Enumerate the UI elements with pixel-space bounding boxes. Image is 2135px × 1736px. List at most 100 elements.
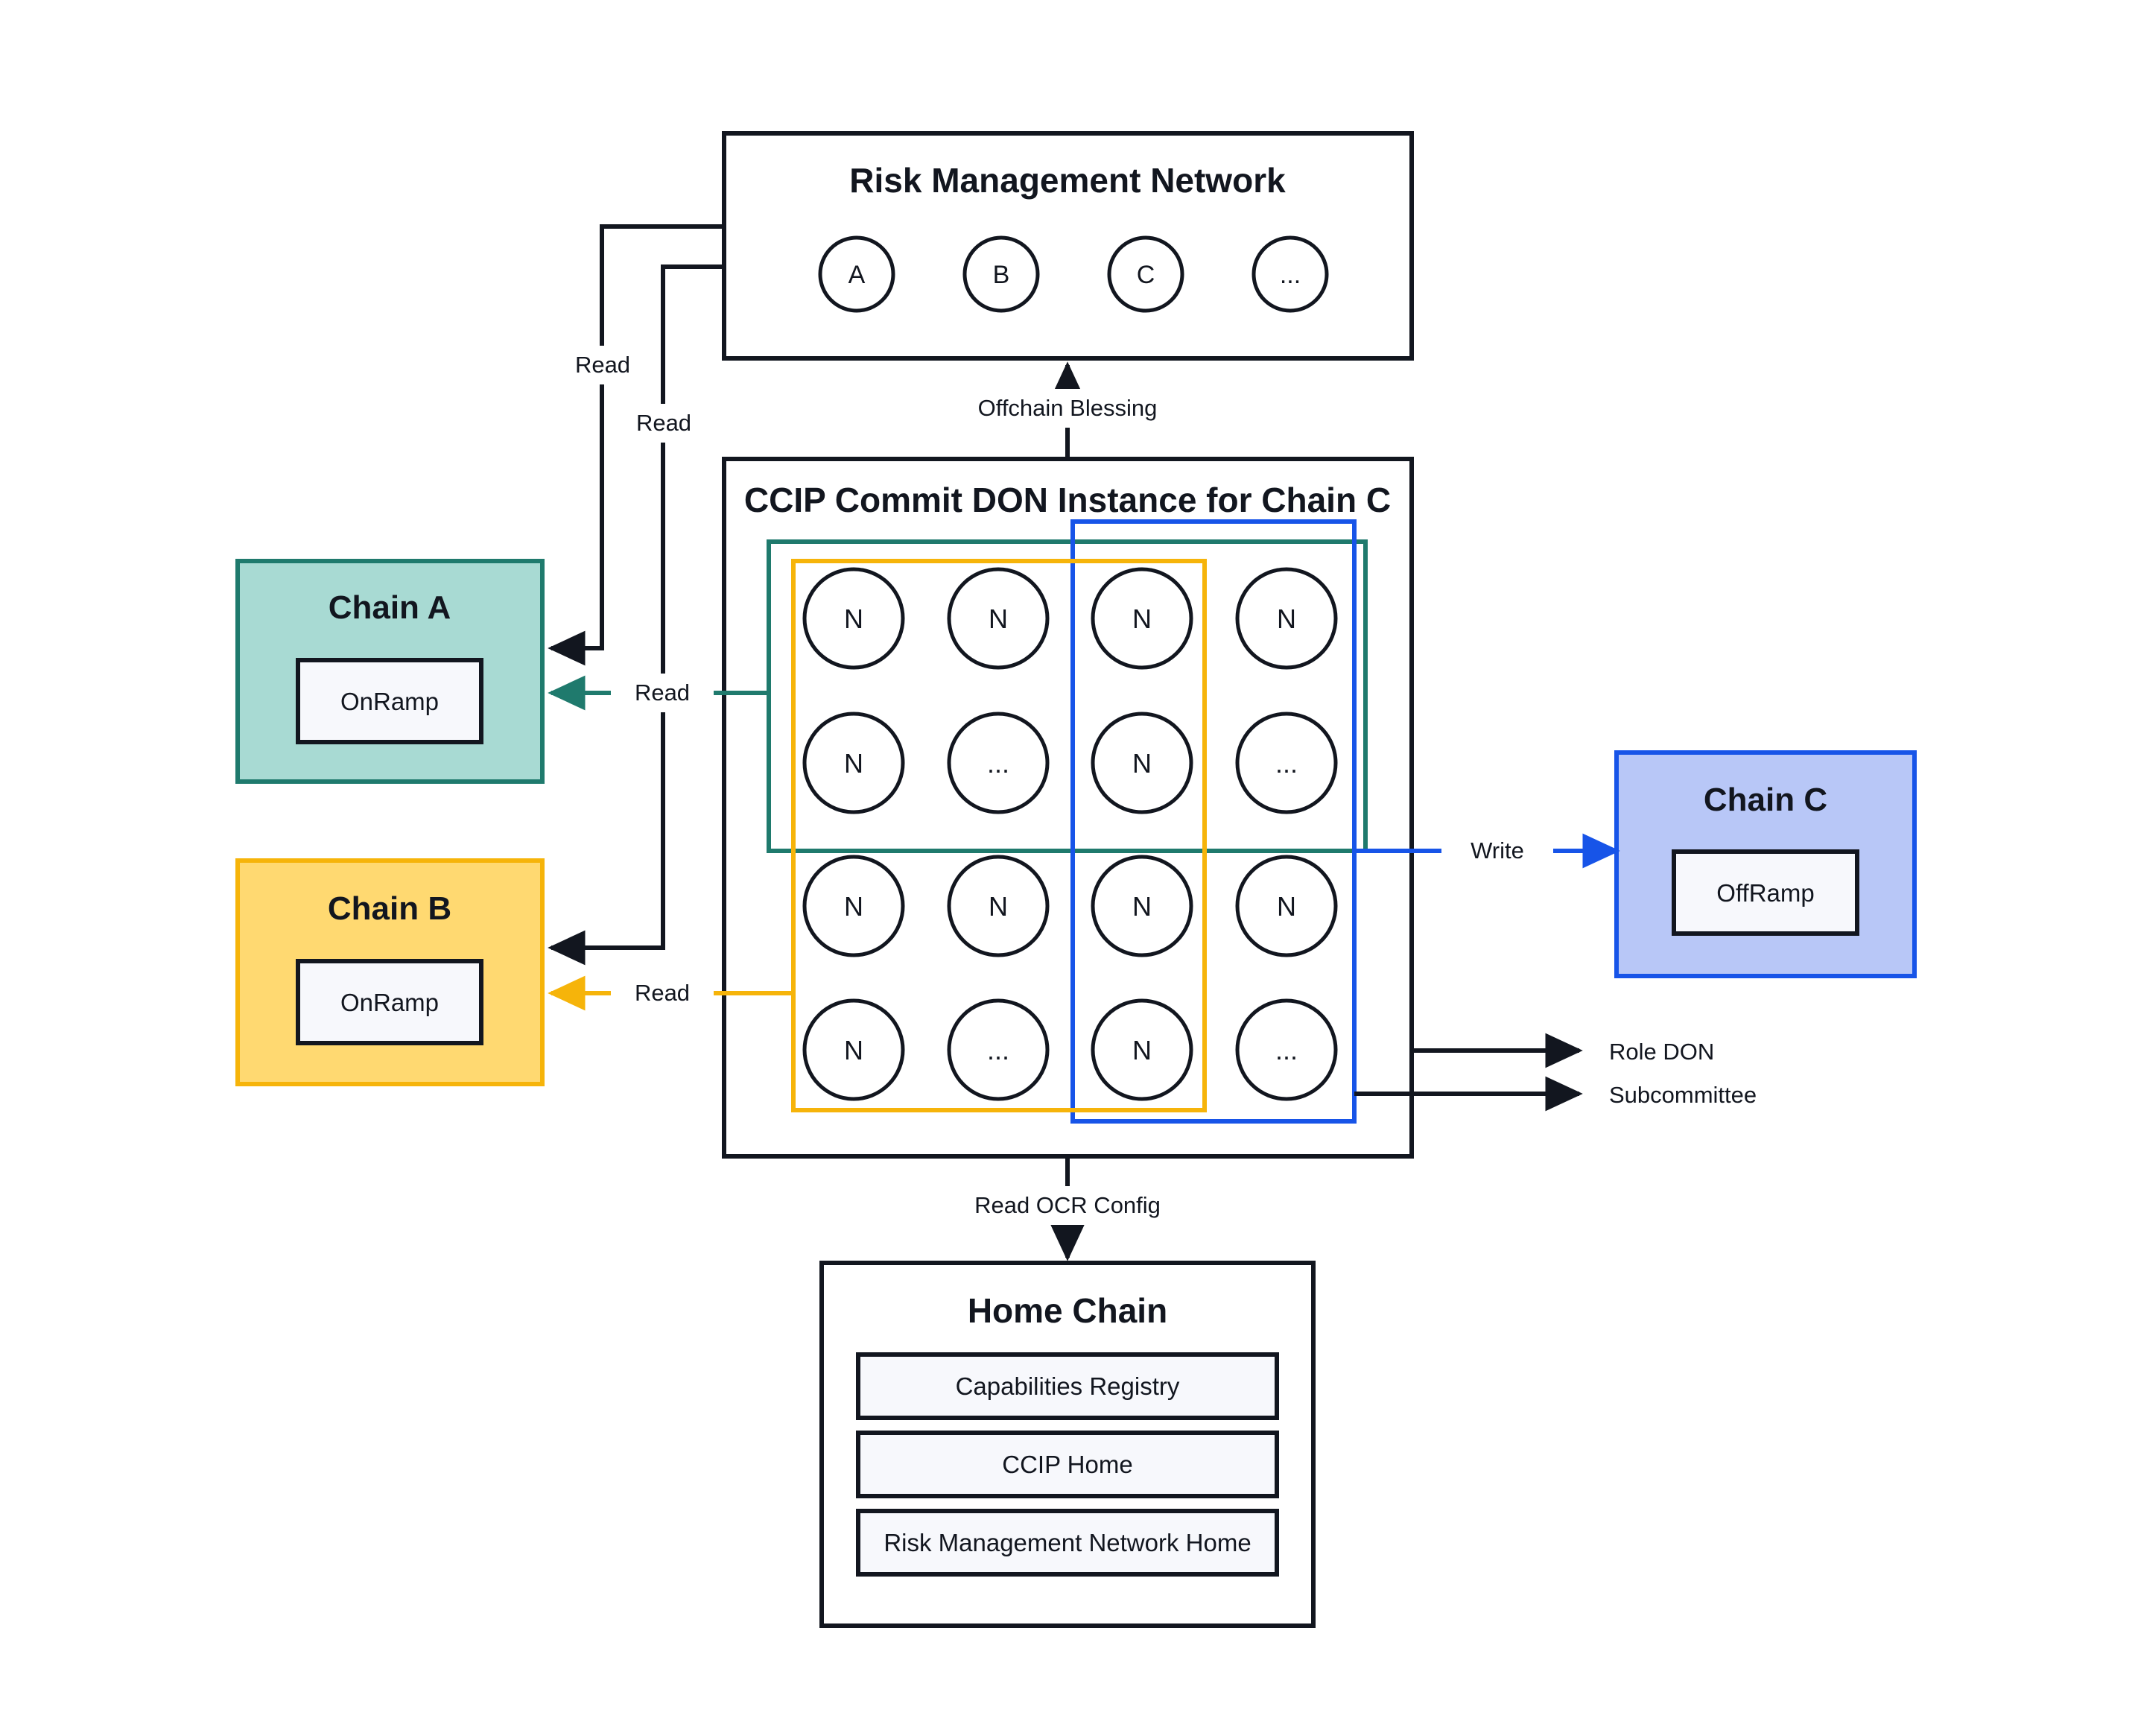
don-node[interactable]: N (1235, 567, 1338, 670)
chain-c-title: Chain C (1704, 782, 1827, 818)
don-node-circle (1235, 855, 1338, 957)
don-node-label: N (844, 891, 863, 922)
don-node[interactable]: N (802, 567, 905, 670)
don-read-a-label: Read (635, 679, 690, 706)
rmn-node-label: B (993, 261, 1010, 289)
don-node-circle (1091, 712, 1193, 814)
don-read-a-label-bg (611, 674, 714, 712)
don-node[interactable]: ... (947, 712, 1050, 814)
home-chain-box[interactable]: Home Chain Capabilities Registry CCIP Ho… (819, 1261, 1316, 1628)
rmn-node-circle (1252, 235, 1329, 313)
don-node-circle (802, 567, 905, 670)
home-chain-contract-rmn-home[interactable]: Risk Management Network Home (856, 1509, 1279, 1577)
chain-b-onramp-card[interactable] (296, 959, 483, 1045)
rmn-node-circle (818, 235, 895, 313)
rmn-node-c[interactable]: C (1107, 235, 1184, 313)
chain-a-box[interactable]: Chain A OnRamp (235, 559, 545, 784)
read-ocr-config-label: Read OCR Config (974, 1192, 1161, 1218)
legend-subcommittee: Subcommittee (1354, 1076, 1757, 1112)
edge-don-write-chain-c: Write (1354, 831, 1620, 870)
don-node-circle (947, 567, 1050, 670)
rmn-read-a-label: Read (575, 352, 630, 378)
don-node[interactable]: N (802, 998, 905, 1101)
rmn-node-circle (1107, 235, 1184, 313)
edge-don-read-chain-a: Read (548, 674, 769, 712)
contract-card (856, 1431, 1279, 1498)
contract-label: CCIP Home (1002, 1451, 1132, 1478)
legend-role-don: Role DON (1412, 1033, 1714, 1068)
chain-b-onramp-label: OnRamp (340, 989, 439, 1016)
don-node-circle (1091, 567, 1193, 670)
rmn-read-b-path (548, 264, 724, 966)
don-node-circle (947, 712, 1050, 814)
don-node-circle (802, 712, 905, 814)
contract-card (856, 1509, 1279, 1577)
edge-rmn-read-chain-b: Read (548, 264, 724, 966)
chain-b-frame (235, 858, 545, 1086)
rmn-node-label: C (1137, 261, 1155, 289)
group-rect-amber-chain-b (791, 559, 1207, 1112)
don-node-circle (802, 998, 905, 1101)
chain-b-box[interactable]: Chain B OnRamp (235, 858, 545, 1086)
group-rect-teal-chain-a (767, 539, 1368, 853)
don-node-label: N (989, 604, 1008, 634)
chain-a-onramp-card[interactable] (296, 658, 483, 744)
don-node[interactable]: N (1091, 712, 1193, 814)
don-node-label: ... (1275, 748, 1298, 779)
don-node-circle (947, 998, 1050, 1101)
don-node[interactable]: N (1091, 998, 1193, 1101)
don-node[interactable]: N (802, 855, 905, 957)
commit-don-title: CCIP Commit DON Instance for Chain C (744, 481, 1391, 519)
don-write-c-label: Write (1471, 837, 1524, 864)
don-node[interactable]: ... (1235, 712, 1338, 814)
don-node[interactable]: N (802, 712, 905, 814)
contract-label: Capabilities Registry (956, 1372, 1180, 1400)
rmn-node-b[interactable]: B (962, 235, 1040, 313)
chain-c-offramp-card[interactable] (1672, 849, 1859, 936)
don-node[interactable]: ... (1235, 998, 1338, 1101)
rmn-node-label: ... (1280, 261, 1301, 289)
don-node-label: N (1132, 1035, 1152, 1065)
rmn-node-ellipsis[interactable]: ... (1252, 235, 1329, 313)
don-node[interactable]: N (1235, 855, 1338, 957)
don-read-b-label: Read (635, 980, 690, 1006)
read-ocr-config-label-bg (961, 1186, 1184, 1225)
don-node-circle (1235, 567, 1338, 670)
home-chain-title: Home Chain (968, 1291, 1167, 1330)
chain-c-offramp-label: OffRamp (1716, 879, 1814, 907)
rmn-node-label: A (848, 261, 866, 289)
don-node-label: N (1132, 604, 1152, 634)
don-node[interactable]: N (947, 855, 1050, 957)
don-node-label: N (1277, 891, 1296, 922)
rmn-read-a-label-bg (551, 346, 654, 384)
don-node-circle (1235, 998, 1338, 1101)
chain-a-title: Chain A (329, 589, 451, 626)
don-node[interactable]: ... (947, 998, 1050, 1101)
chain-b-title: Chain B (328, 890, 451, 927)
chain-c-box[interactable]: Chain C OffRamp (1614, 750, 1917, 978)
don-read-b-label-bg (611, 974, 714, 1013)
don-node-label: N (989, 891, 1008, 922)
don-node[interactable]: N (1091, 567, 1193, 670)
rmn-read-b-label-bg (612, 404, 715, 443)
ccip-commit-don-box[interactable]: CCIP Commit DON Instance for Chain C N N… (722, 457, 1414, 1159)
home-chain-contract-capabilities-registry[interactable]: Capabilities Registry (856, 1352, 1279, 1420)
rmn-title: Risk Management Network (849, 161, 1286, 200)
don-node-label: N (844, 604, 863, 634)
chain-a-onramp-label: OnRamp (340, 688, 439, 715)
don-node-label: ... (1275, 1035, 1298, 1065)
don-node-circle (1235, 712, 1338, 814)
contract-label: Risk Management Network Home (883, 1529, 1251, 1556)
don-node-circle (1091, 855, 1193, 957)
risk-management-network-box[interactable]: Risk Management Network A B C ... (722, 131, 1414, 361)
rmn-node-circle (962, 235, 1040, 313)
home-chain-contract-ccip-home[interactable]: CCIP Home (856, 1431, 1279, 1498)
don-node[interactable]: N (947, 567, 1050, 670)
rmn-node-a[interactable]: A (818, 235, 895, 313)
don-node[interactable]: N (1091, 855, 1193, 957)
don-node-label: N (1132, 748, 1152, 779)
don-node-label: ... (987, 748, 1009, 779)
don-node-label: ... (987, 1035, 1009, 1065)
